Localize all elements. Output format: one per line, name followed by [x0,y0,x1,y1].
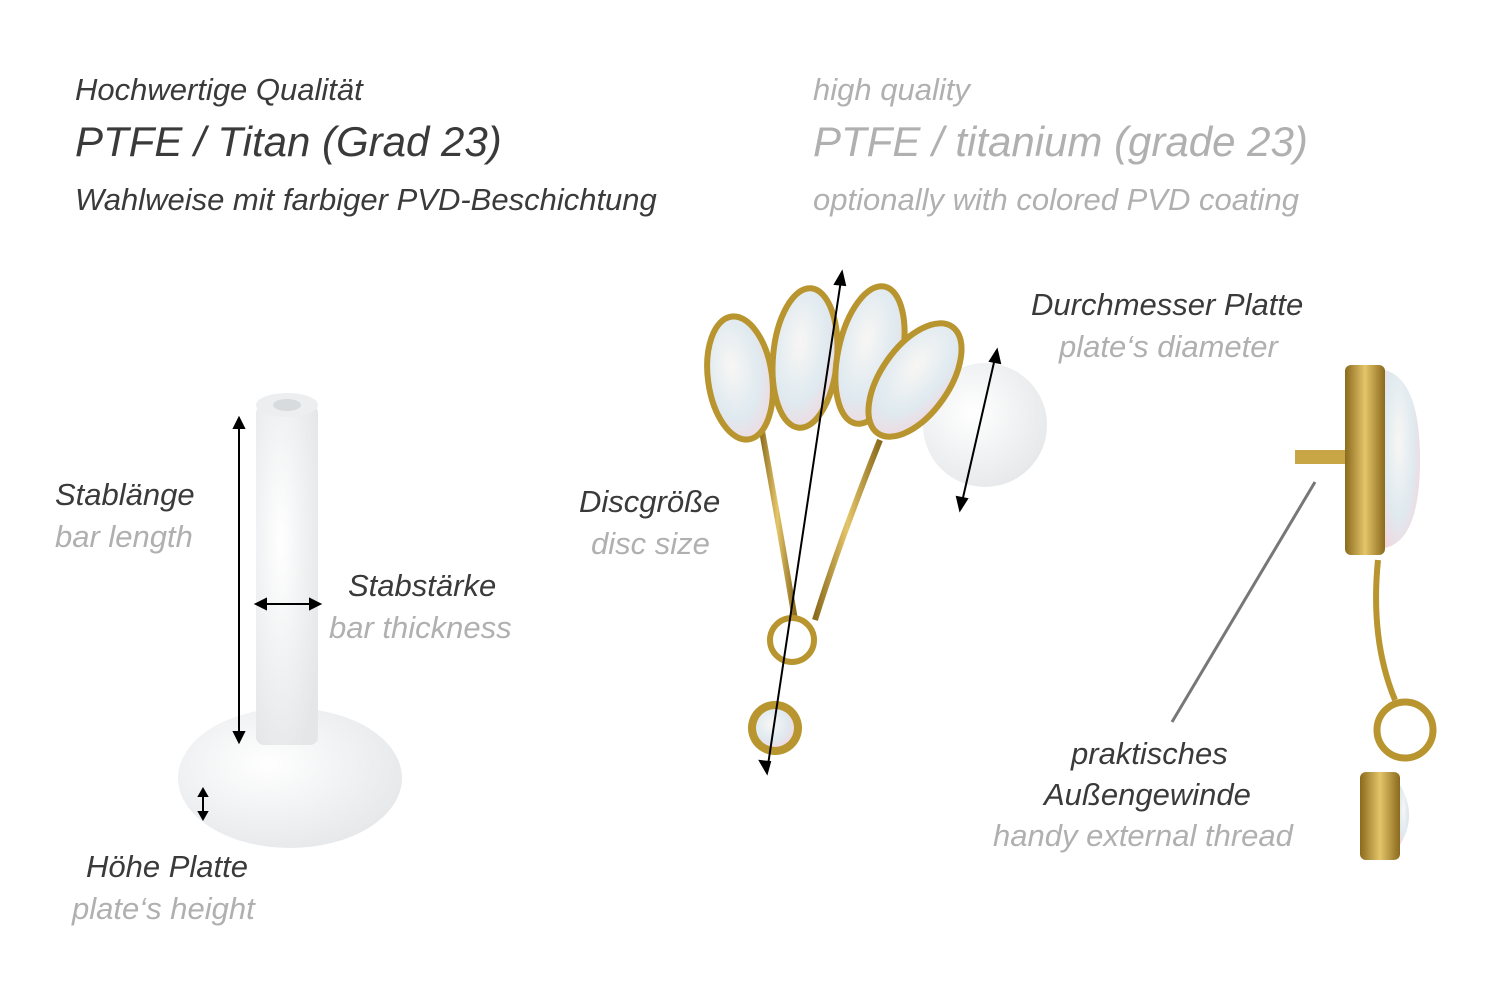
header-en-quality: high quality [813,72,970,107]
label-bar-thickness-en: bar thickness [329,610,512,645]
label-thread-de-1: praktisches [1071,736,1228,771]
header-en-material: PTFE / titanium (grade 23) [813,118,1308,165]
header-de-material: PTFE / Titan (Grad 23) [75,118,502,165]
jewelry-front-image [704,283,1047,755]
label-plate-height-en: plate‘s height [72,891,255,926]
header-de-quality: Hochwertige Qualität [75,72,363,107]
jewelry-side-image [1295,365,1437,860]
header-de-coating: Wahlweise mit farbiger PVD-Beschichtung [75,182,657,217]
label-bar-length-en: bar length [55,519,193,554]
label-bar-thickness-de: Stabstärke [348,568,497,603]
label-plate-diameter-de: Durchmesser Platte [1031,287,1304,322]
label-thread-de-2: Außengewinde [1044,777,1251,812]
labret-post-image [178,393,402,848]
label-plate-diameter-en: plate‘s diameter [1059,329,1278,364]
label-plate-height-de: Höhe Platte [86,849,248,884]
label-thread-en: handy external thread [993,818,1293,853]
label-bar-length-de: Stablänge [55,477,195,512]
thread-pointer-line [1170,481,1317,723]
label-disc-size-en: disc size [591,526,710,561]
dimension-arrows [197,415,323,822]
header-en-coating: optionally with colored PVD coating [813,182,1299,217]
label-disc-size-de: Discgröße [579,484,721,519]
